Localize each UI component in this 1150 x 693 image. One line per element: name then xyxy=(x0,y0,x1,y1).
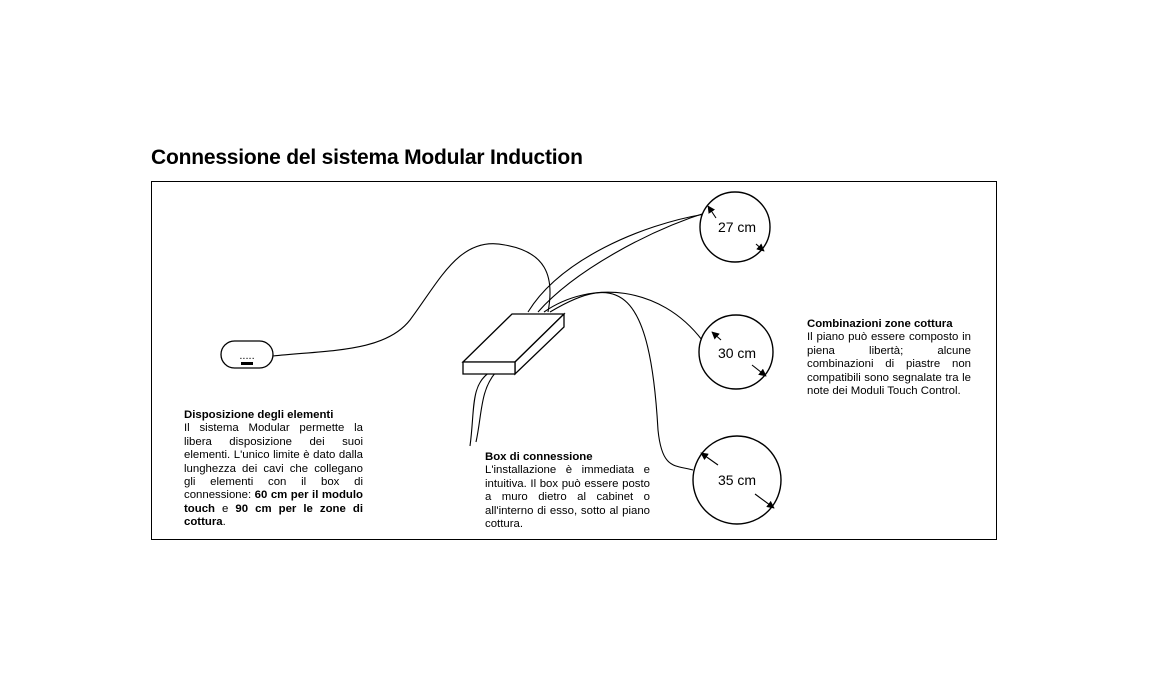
disposizione-body: Il sistema Modular permette la libera di… xyxy=(184,422,363,529)
zone-circle-35: 35 cm xyxy=(692,435,782,525)
disposizione-text: Disposizione degli elementi Il sistema M… xyxy=(184,409,363,530)
box-body: L'installazione è immediata e intuitiva.… xyxy=(485,464,650,531)
box-text: Box di connessione L'installazione è imm… xyxy=(485,451,650,531)
zone-label-35: 35 cm xyxy=(718,472,756,488)
touch-module-dots: ..... xyxy=(239,350,254,362)
page-title: Connessione del sistema Modular Inductio… xyxy=(151,146,583,169)
cable-zone-27 xyxy=(527,213,706,313)
combinazioni-heading: Combinazioni zone cottura xyxy=(807,318,953,330)
touch-module: ..... xyxy=(220,340,274,369)
cable-power-b xyxy=(475,371,497,443)
zone-circle-27: 27 cm xyxy=(699,191,771,263)
zone-label-27: 27 cm xyxy=(718,219,756,235)
cable-zone-30 xyxy=(543,291,703,341)
cables xyxy=(272,211,709,471)
connection-box xyxy=(461,312,566,376)
cable-touch-module xyxy=(272,243,551,357)
combinazioni-body: Il piano può essere composto in piena li… xyxy=(807,331,971,398)
zone-label-30: 30 cm xyxy=(718,345,756,361)
box-heading: Box di connessione xyxy=(485,451,593,463)
diagram-frame xyxy=(151,181,997,540)
cable-zone-35 xyxy=(549,291,694,471)
disposizione-heading: Disposizione degli elementi xyxy=(184,409,334,421)
zone-circle-30: 30 cm xyxy=(698,314,774,390)
combinazioni-text: Combinazioni zone cottura Il piano può e… xyxy=(807,318,971,398)
cable-zone-27b xyxy=(537,211,709,313)
cable-power xyxy=(469,371,491,447)
